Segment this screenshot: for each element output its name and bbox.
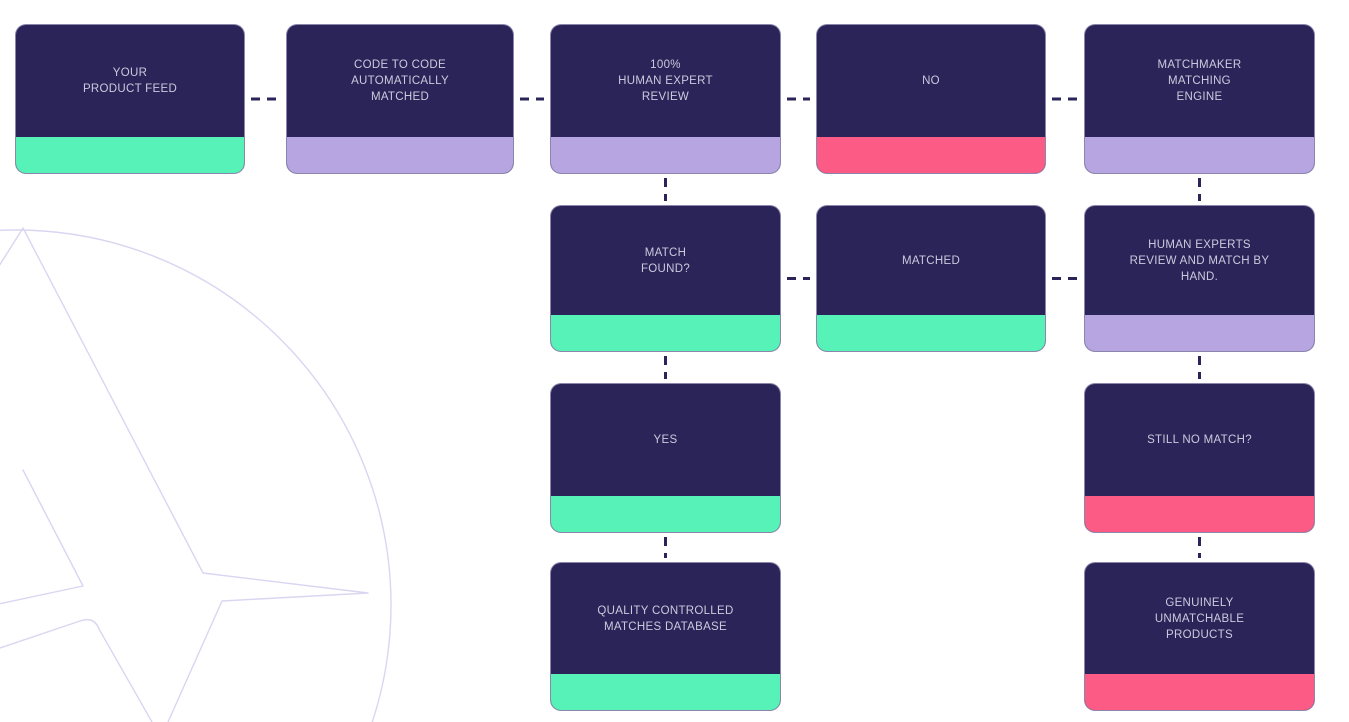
flow-node-body: YOUR PRODUCT FEED bbox=[16, 25, 244, 137]
flow-node-label: YOUR PRODUCT FEED bbox=[82, 67, 178, 95]
node-accent-strip bbox=[551, 137, 780, 173]
node-accent-strip bbox=[1085, 137, 1314, 173]
flow-node-label: 100% HUMAN EXPERT REVIEW bbox=[618, 59, 713, 103]
flow-node-quality-matches-db: QUALITY CONTROLLED MATCHES DATABASE bbox=[550, 562, 781, 711]
flow-node-body: MATCHED bbox=[817, 206, 1045, 315]
watermark-circle bbox=[0, 229, 392, 722]
node-accent-strip bbox=[551, 674, 780, 710]
flow-node-human-experts-hand: HUMAN EXPERTS REVIEW AND MATCH BY HAND. bbox=[1084, 205, 1315, 352]
flow-node-body: YES bbox=[551, 384, 780, 496]
flow-node-code-to-code: CODE TO CODE AUTOMATICALLY MATCHED bbox=[286, 24, 514, 174]
flow-node-body: MATCHMAKER MATCHING ENGINE bbox=[1085, 25, 1314, 137]
flow-node-label: GENUINELY UNMATCHABLE PRODUCTS bbox=[1154, 596, 1245, 641]
flow-node-match-found: MATCH FOUND? bbox=[550, 205, 781, 352]
flow-node-body: NO bbox=[817, 25, 1045, 137]
flow-node-label: MATCH FOUND? bbox=[640, 246, 691, 275]
flow-node-genuinely-unmatchable: GENUINELY UNMATCHABLE PRODUCTS bbox=[1084, 562, 1315, 711]
node-accent-strip bbox=[551, 315, 780, 351]
flow-node-label: STILL NO MATCH? bbox=[1147, 434, 1252, 446]
node-accent-strip bbox=[817, 315, 1045, 351]
flow-node-no: NO bbox=[816, 24, 1046, 174]
node-accent-strip bbox=[1085, 496, 1314, 532]
flow-node-body: HUMAN EXPERTS REVIEW AND MATCH BY HAND. bbox=[1085, 206, 1314, 315]
node-accent-strip bbox=[551, 496, 780, 532]
watermark-letter-stroke bbox=[0, 227, 369, 722]
flow-node-product-feed: YOUR PRODUCT FEED bbox=[15, 24, 245, 174]
node-accent-strip bbox=[287, 137, 513, 173]
flow-node-still-no-match: STILL NO MATCH? bbox=[1084, 383, 1315, 533]
node-accent-strip bbox=[16, 137, 244, 173]
flow-node-yes: YES bbox=[550, 383, 781, 533]
flow-node-label: YES bbox=[653, 434, 678, 446]
flow-node-body: GENUINELY UNMATCHABLE PRODUCTS bbox=[1085, 563, 1314, 674]
node-accent-strip bbox=[817, 137, 1045, 173]
node-accent-strip bbox=[1085, 674, 1314, 710]
flow-node-matchmaker-engine: MATCHMAKER MATCHING ENGINE bbox=[1084, 24, 1315, 174]
flow-node-body: QUALITY CONTROLLED MATCHES DATABASE bbox=[551, 563, 780, 674]
flow-node-body: STILL NO MATCH? bbox=[1085, 384, 1314, 496]
watermark-letter-counter bbox=[0, 469, 84, 605]
flow-node-human-expert-review: 100% HUMAN EXPERT REVIEW bbox=[550, 24, 781, 174]
flow-node-body: 100% HUMAN EXPERT REVIEW bbox=[551, 25, 780, 137]
flow-node-body: MATCH FOUND? bbox=[551, 206, 780, 315]
flow-node-label: QUALITY CONTROLLED MATCHES DATABASE bbox=[597, 604, 734, 633]
flow-node-body: CODE TO CODE AUTOMATICALLY MATCHED bbox=[287, 25, 513, 137]
flow-node-label: HUMAN EXPERTS REVIEW AND MATCH BY HAND. bbox=[1129, 238, 1270, 283]
watermark-letter-leg bbox=[0, 618, 153, 722]
flow-node-label: MATCHMAKER MATCHING ENGINE bbox=[1157, 59, 1242, 103]
flow-node-matched: MATCHED bbox=[816, 205, 1046, 352]
flow-node-label: CODE TO CODE AUTOMATICALLY MATCHED bbox=[351, 59, 449, 103]
node-accent-strip bbox=[1085, 315, 1314, 351]
flow-node-label: MATCHED bbox=[901, 254, 961, 267]
flow-node-label: NO bbox=[922, 75, 940, 87]
